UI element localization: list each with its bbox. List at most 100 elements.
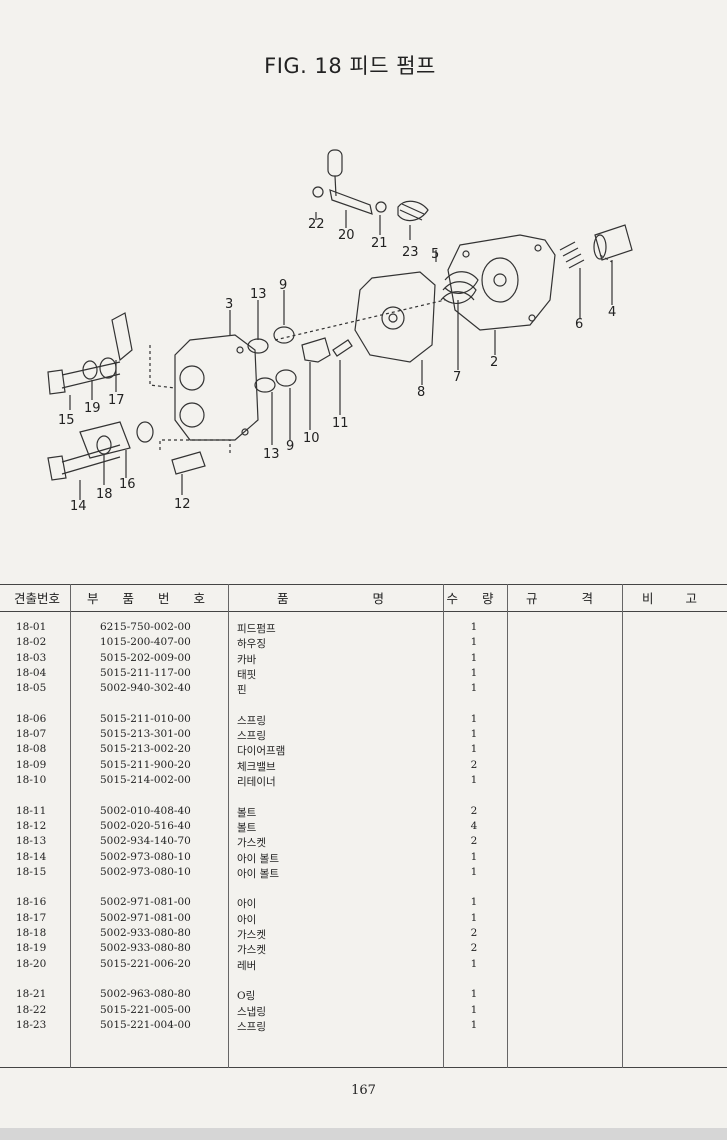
tappet-part <box>594 224 633 261</box>
quantity-cell: 4 <box>470 819 478 832</box>
part-name-cell: 아이 <box>237 898 257 911</box>
ref-no-cell: 18-08 <box>16 743 47 756</box>
part-name-cell: 스프링 <box>237 730 266 743</box>
ref-no-cell: 18-20 <box>16 957 47 970</box>
ref-no-cell: 18-14 <box>16 850 47 863</box>
ref-no-cell: 18-17 <box>16 911 47 924</box>
part-name-cell: 볼트 <box>237 821 257 834</box>
quantity-cell: 1 <box>470 988 478 1001</box>
lever-part <box>327 149 343 177</box>
quantity-cell: 2 <box>470 804 478 817</box>
callout-10: 10 <box>303 431 320 446</box>
part-name-cell: 레버 <box>237 959 257 972</box>
part-no-cell: 5002-973-080-10 <box>100 865 191 878</box>
ref-no-cell: 18-18 <box>16 927 47 939</box>
quantity-cell: 1 <box>470 636 478 649</box>
quantity-cell: 1 <box>470 774 478 786</box>
callout-3: 3 <box>225 297 233 312</box>
quantity-cell: 1 <box>470 1003 478 1016</box>
part-no-cell: 1015-200-407-00 <box>100 636 191 649</box>
part-no-cell: 6215-750-002-00 <box>100 621 191 633</box>
housing-part <box>447 234 556 331</box>
table-top-rule <box>0 584 727 585</box>
part-no-cell: 5015-213-002-20 <box>100 743 191 756</box>
column-divider <box>507 584 508 1068</box>
quantity-cell: 1 <box>470 682 478 695</box>
header-spec: 규 격 <box>526 591 603 606</box>
ref-no-cell: 18-22 <box>16 1003 47 1016</box>
ref-no-cell: 18-09 <box>16 758 47 771</box>
callout-5: 5 <box>431 247 439 262</box>
callout-8: 8 <box>417 385 425 400</box>
part-name-cell: 아이 볼트 <box>237 852 279 865</box>
quantity-cell: 1 <box>470 621 478 633</box>
ref-no-cell: 18-10 <box>16 774 47 786</box>
header-ref-no: 견출번호 <box>13 591 60 606</box>
part-no-cell: 5015-221-005-00 <box>100 1003 191 1016</box>
part-no-cell: 5015-211-900-20 <box>100 758 191 771</box>
part-name-cell: 핀 <box>237 684 247 697</box>
bolt-12-part <box>171 451 206 475</box>
callout-19: 19 <box>84 401 101 416</box>
bolt-small-part <box>332 339 353 357</box>
part-name-cell: 리테이너 <box>237 776 276 788</box>
ref-no-cell: 18-11 <box>16 804 47 817</box>
quantity-cell: 1 <box>470 712 478 725</box>
diaphragm-part <box>354 271 436 363</box>
callout-16: 16 <box>119 477 136 492</box>
part-no-cell: 5015-211-117-00 <box>100 666 191 679</box>
eye-bolt-lower-part <box>47 444 121 481</box>
part-name-cell: 아이 <box>237 913 257 926</box>
ref-no-cell: 18-12 <box>16 819 47 832</box>
quantity-cell: 1 <box>470 896 478 909</box>
callout-15: 15 <box>58 413 75 428</box>
callout-13-lower: 13 <box>263 447 280 462</box>
part-no-cell: 5002-934-140-70 <box>100 835 191 848</box>
part-no-cell: 5002-963-080-80 <box>100 988 191 1001</box>
quantity-cell: 2 <box>470 835 478 848</box>
quantity-cell: 1 <box>470 666 478 679</box>
callout-6: 6 <box>575 317 583 332</box>
part-name-cell: 하우징 <box>237 638 266 651</box>
spring-part <box>559 241 585 269</box>
eye-lower-part <box>79 421 131 459</box>
part-name-cell: 스프링 <box>237 1020 266 1033</box>
part-name-cell: 가스켓 <box>237 929 266 941</box>
eye-upper-part <box>111 312 133 362</box>
quantity-cell: 2 <box>470 942 478 955</box>
ref-no-cell: 18-06 <box>16 712 47 725</box>
callout-11: 11 <box>332 416 349 431</box>
part-name-cell: 아이 볼트 <box>237 867 279 880</box>
o-ring-part <box>375 201 387 213</box>
callout-20: 20 <box>338 228 355 243</box>
page-number: 167 <box>351 1083 376 1098</box>
quantity-cell: 1 <box>470 911 478 924</box>
spring-top-part <box>397 200 429 222</box>
table-header-rule <box>0 611 727 612</box>
snap-ring-part <box>312 186 324 198</box>
ref-no-cell: 18-13 <box>16 835 47 848</box>
quantity-cell: 1 <box>470 728 478 741</box>
part-no-cell: 5015-211-010-00 <box>100 712 191 725</box>
part-name-cell: 체크밸브 <box>237 760 276 773</box>
callout-17: 17 <box>108 393 125 408</box>
part-no-cell: 5015-213-301-00 <box>100 728 191 741</box>
column-divider <box>622 584 623 1068</box>
part-no-cell: 5002-933-080-80 <box>100 942 191 955</box>
part-name-cell: 스냅링 <box>237 1005 266 1018</box>
ref-no-cell: 18-19 <box>16 942 47 955</box>
quantity-cell: 1 <box>470 743 478 756</box>
quantity-cell: 1 <box>470 1018 478 1031</box>
part-no-cell: 5015-221-004-00 <box>100 1018 191 1031</box>
scan-edge-band <box>0 1128 727 1140</box>
eye-bolt-upper-part <box>47 361 121 395</box>
callout-4: 4 <box>608 305 616 320</box>
part-no-cell: 5002-973-080-10 <box>100 850 191 863</box>
part-no-cell: 5002-020-516-40 <box>100 819 191 832</box>
exploded-parts-diagram: 22 20 21 23 5 4 6 2 7 8 3 13 9 11 10 9 1… <box>47 149 633 514</box>
part-no-cell: 5002-010-408-40 <box>100 804 191 817</box>
cover-part <box>174 334 259 441</box>
quantity-cell: 1 <box>470 651 478 664</box>
quantity-cell: 1 <box>470 865 478 878</box>
